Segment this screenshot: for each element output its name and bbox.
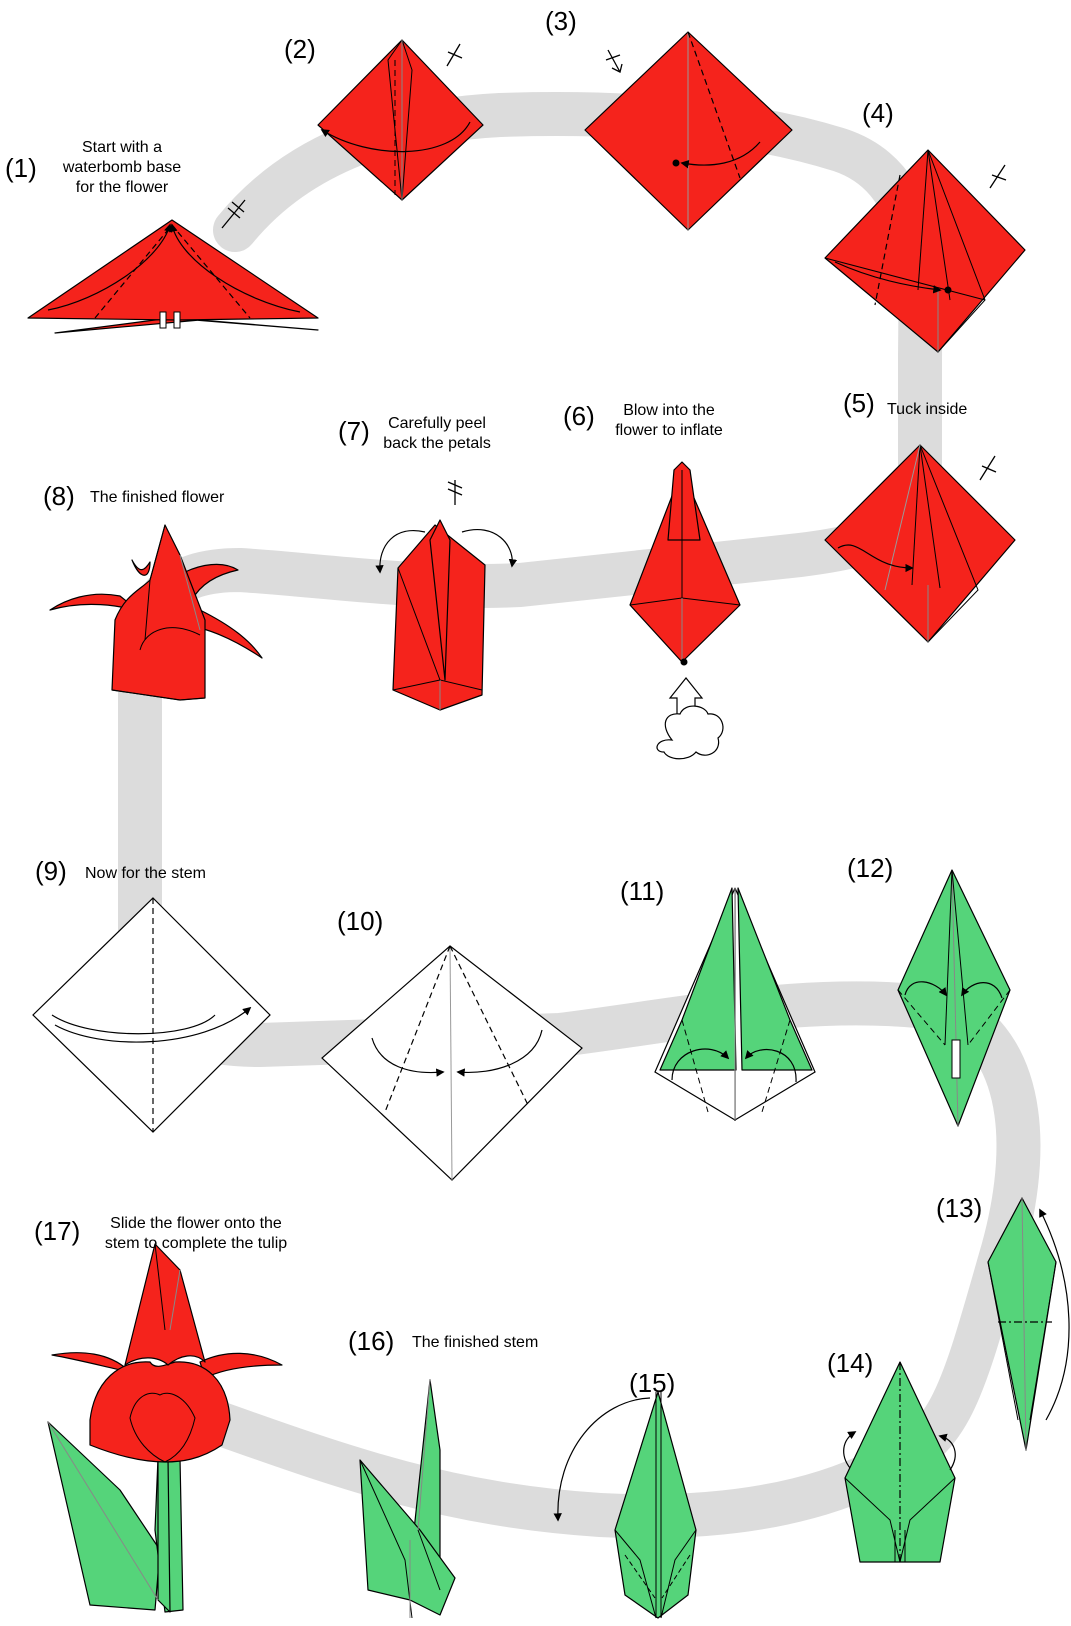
step-5 — [824, 444, 1016, 643]
step-7-caption-l2: back the petals — [383, 435, 491, 452]
step-15-number: (15) — [629, 1368, 675, 1398]
step-1-caption-l2: waterbomb base — [62, 159, 181, 176]
step-6-number: (6) — [563, 401, 595, 431]
step-14-number: (14) — [827, 1348, 873, 1378]
step-3-number: (3) — [545, 6, 577, 36]
step-17-caption-l2: stem to complete the tulip — [105, 1235, 287, 1252]
step-5-number: (5) — [843, 388, 875, 418]
step-14 — [843, 1361, 956, 1563]
step-16-number: (16) — [348, 1326, 394, 1356]
breath-cloud-icon — [656, 705, 724, 760]
step-3 — [584, 31, 793, 231]
step-1-waterbomb-base — [27, 199, 319, 334]
step-11 — [654, 887, 816, 1122]
step-6-caption-l1: Blow into the — [623, 402, 715, 419]
flow-path — [118, 92, 1041, 1539]
step-labels: (1) Start with a waterbomb base for the … — [5, 6, 982, 1398]
step-8-finished-flower — [49, 524, 263, 701]
step-7-peel-petals — [375, 480, 518, 711]
step-4-number: (4) — [862, 98, 894, 128]
step-15 — [553, 1391, 697, 1619]
step-16-caption: The finished stem — [412, 1334, 538, 1351]
step-8-caption: The finished flower — [90, 489, 225, 506]
step-6-caption-l2: flower to inflate — [615, 422, 723, 439]
step-13 — [987, 1197, 1070, 1451]
step-9-number: (9) — [35, 856, 67, 886]
step-1-caption-l3: for the flower — [76, 179, 169, 196]
step-2-number: (2) — [284, 34, 316, 64]
step-10 — [321, 945, 583, 1181]
step-1-caption-l1: Start with a — [82, 139, 162, 156]
step-4 — [824, 149, 1026, 353]
step-11-number: (11) — [620, 876, 664, 906]
step-12-number: (12) — [847, 853, 893, 883]
turn-over-symbol — [221, 199, 246, 229]
step-6-inflate — [629, 461, 741, 760]
step-10-number: (10) — [337, 906, 383, 936]
step-9-stem-square — [32, 897, 271, 1133]
step-7-caption-l1: Carefully peel — [388, 415, 486, 432]
step-17-caption-l1: Slide the flower onto the — [110, 1215, 282, 1232]
step-5-caption: Tuck inside — [887, 401, 967, 418]
step-7-number: (7) — [338, 416, 370, 446]
step-8-number: (8) — [43, 481, 75, 511]
step-13-number: (13) — [936, 1193, 982, 1223]
step-16-finished-stem — [359, 1379, 456, 1619]
step-2 — [317, 39, 484, 201]
step-17-number: (17) — [34, 1216, 80, 1246]
step-9-caption: Now for the stem — [85, 865, 206, 882]
step-1-number: (1) — [5, 153, 37, 183]
step-17-complete-tulip — [47, 1243, 283, 1613]
step-12 — [897, 869, 1011, 1127]
